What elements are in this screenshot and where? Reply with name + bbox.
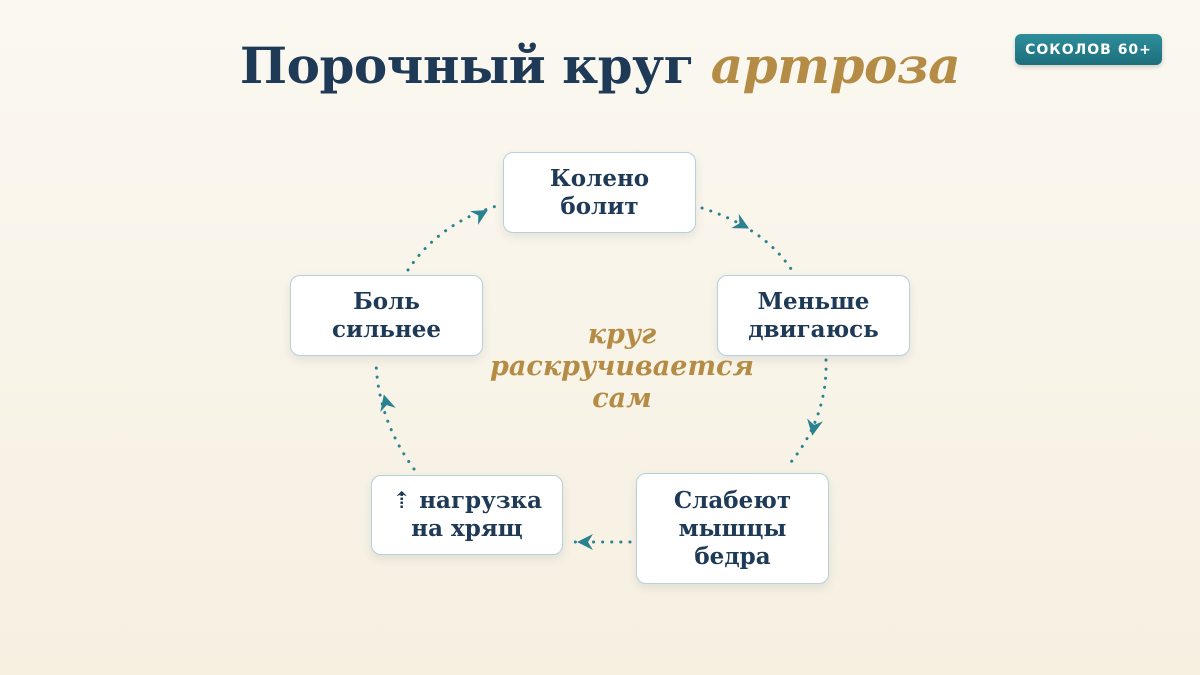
node-line: Боль [353,287,420,315]
center-line: круг [587,319,657,350]
node-line: Слабеют [673,486,792,514]
node-line: болит [560,192,639,220]
center-line: раскручивается [490,351,754,382]
arrow-1-to-2 [700,206,795,274]
title-accent: артроза [710,36,961,95]
cycle-node-pain-stronger: Боль сильнее [290,275,483,356]
title-main: Порочный круг [239,36,694,95]
cycle-node-cartilage-load: ⇡ нагрузка на хрящ [371,475,563,555]
arrowhead-1-to-2 [731,213,750,229]
cycle-center-caption: круг раскручивается сам [482,319,762,415]
node-line: мышцы [678,514,787,542]
slide-title: Порочный круг артроза [0,36,1200,95]
cycle-node-muscles-weaken: Слабеют мышцы бедра [636,473,829,584]
node-line: двигаюсь [748,315,879,343]
cycle-node-knee-hurts: Колено болит [503,152,696,233]
arrow-4-to-5 [374,360,416,471]
arrow-5-to-1 [406,203,502,272]
cycle-node-move-less: Меньше двигаюсь [717,275,910,356]
arrowhead-2-to-3 [807,418,823,436]
node-line: на хрящ [411,515,523,542]
arrowhead-5-to-1 [470,210,488,225]
node-line: Меньше [757,287,870,315]
node-line: бедра [694,542,771,570]
node-line: сильнее [332,315,441,343]
node-line: ⇡ нагрузка [391,487,543,514]
arrow-2-to-3 [784,358,828,470]
node-line: Колено [549,164,650,192]
center-line: сам [592,383,652,414]
arrowhead-3-to-4 [577,534,593,550]
arrowhead-4-to-5 [380,394,396,413]
brand-badge: СОКОЛОВ 60+ [1015,34,1162,65]
